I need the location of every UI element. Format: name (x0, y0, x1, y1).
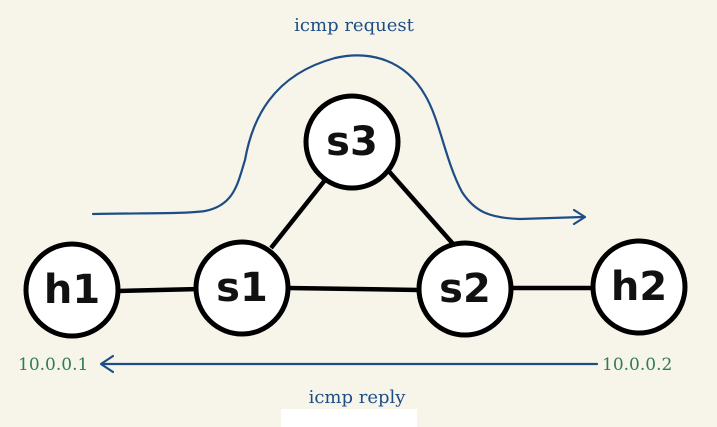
icmp-request-arrowhead (572, 208, 587, 226)
node-s1: s1 (193, 239, 291, 337)
node-s3: s3 (303, 93, 401, 191)
link-s3-s2 (384, 166, 456, 247)
blank-patch (281, 409, 417, 427)
node-s2: s2 (416, 240, 514, 338)
node-h2: h2 (590, 238, 688, 336)
ip-h1: 10.0.0.1 (18, 355, 88, 375)
link-s1-s2 (287, 285, 420, 293)
link-s1-s3 (269, 168, 335, 250)
icmp-reply-arrowhead (99, 354, 115, 374)
node-s1-label: s1 (216, 265, 268, 311)
caption-icmp-reply: icmp reply (309, 387, 407, 408)
node-s3-label: s3 (326, 119, 378, 165)
node-h2-label: h2 (611, 264, 667, 310)
icmp-request-arrow (91, 54, 585, 221)
node-s2-label: s2 (439, 266, 491, 312)
node-h1: h1 (23, 241, 121, 339)
node-h1-label: h1 (44, 267, 100, 313)
link-h1-s1 (117, 286, 201, 294)
ip-h2: 10.0.0.2 (602, 355, 672, 375)
caption-icmp-request: icmp request (294, 15, 414, 36)
